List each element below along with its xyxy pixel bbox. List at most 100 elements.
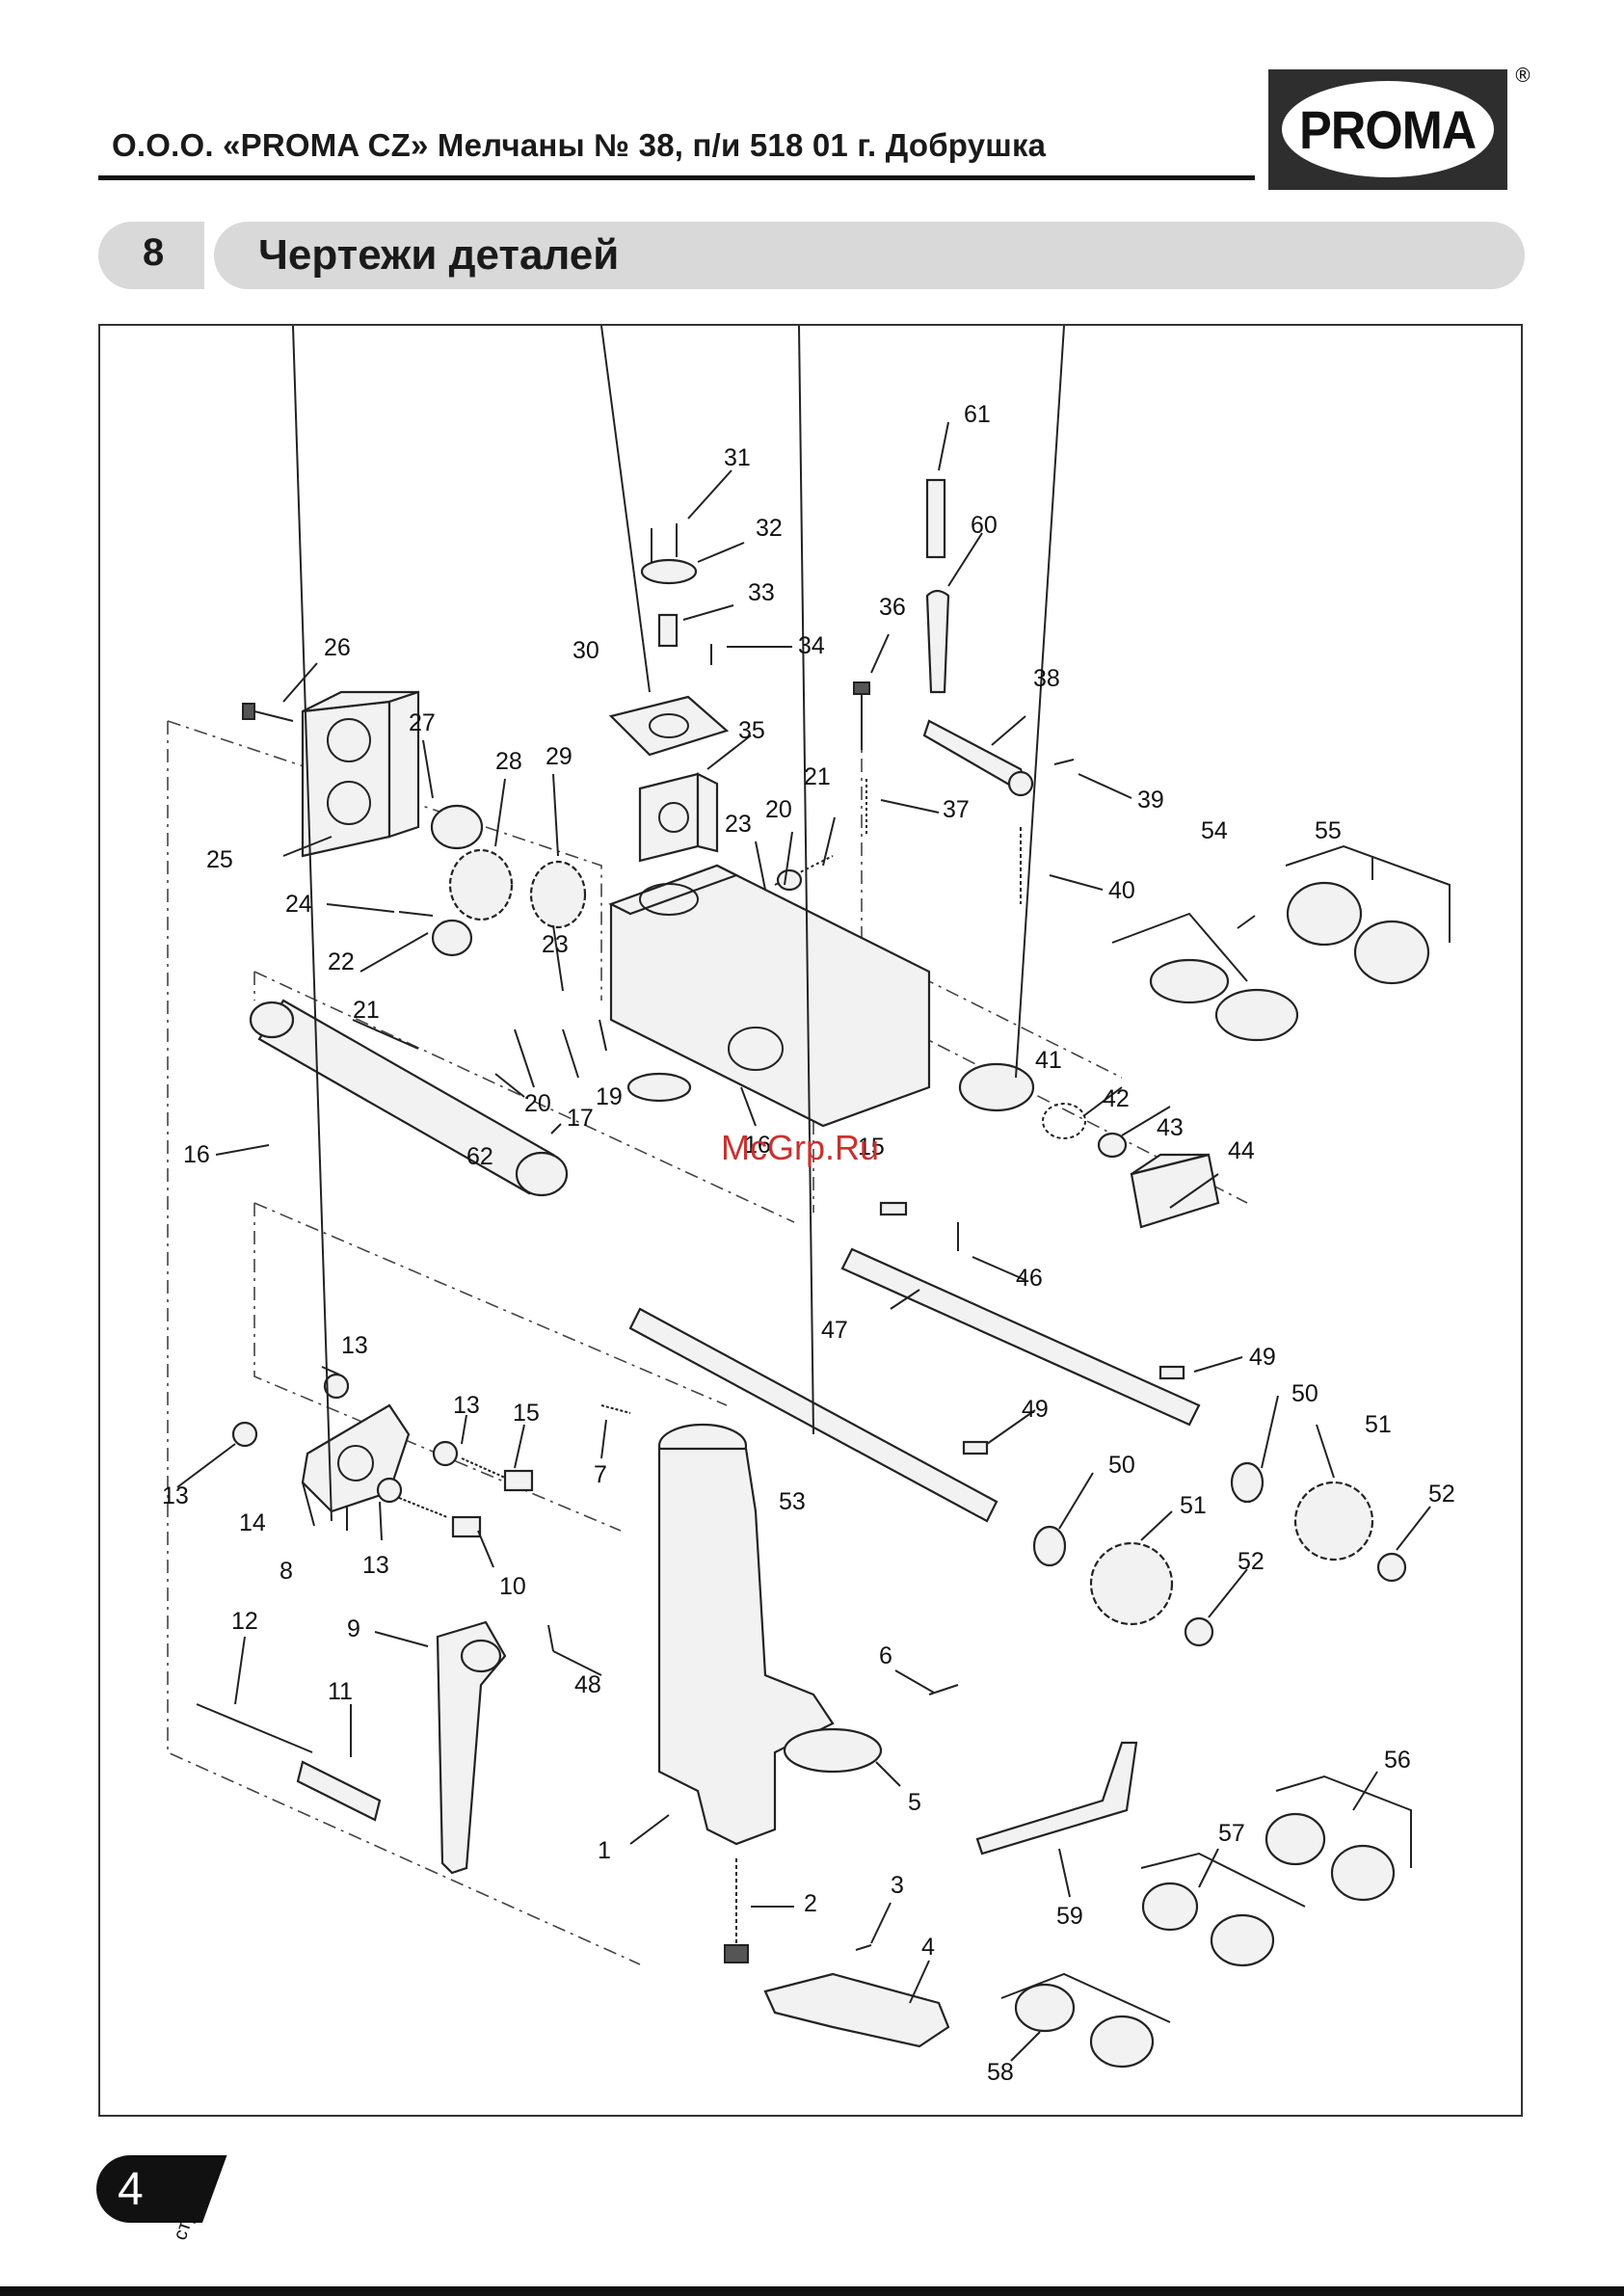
label-33: 33 [748,579,775,606]
part-25-plate [301,690,420,858]
label-12: 12 [231,1608,258,1635]
label-16: 16 [183,1141,210,1168]
section-number-pill [98,222,204,289]
label-4: 4 [921,1934,935,1961]
label-60: 60 [971,512,998,539]
part-36-bolt [853,681,870,750]
part-6-pin [928,1684,959,1695]
label-53: 53 [779,1488,806,1515]
label-15-right: 15 [858,1134,885,1161]
part-11-grip [296,1760,382,1822]
part-44-block [1130,1153,1220,1229]
part-39-screw [1053,759,1075,765]
label-13-left: 13 [162,1482,189,1509]
part-56-set [1265,1775,1412,1902]
label-40: 40 [1108,877,1135,904]
label-15-left: 15 [513,1400,540,1427]
guide-line-lower [253,1203,622,1532]
label-32: 32 [756,515,783,542]
part-38-lever [922,719,1034,797]
label-19: 19 [596,1083,623,1110]
guide-line-right-top [870,951,1123,1079]
part-26-screw [242,703,294,722]
label-44: 44 [1228,1137,1255,1164]
part-62-screw [550,1123,562,1135]
label-39: 39 [1137,787,1164,814]
label-34: 34 [798,632,825,659]
part-12-rod [196,1703,313,1753]
part-54-pulley-set [1111,912,1299,1042]
label-56: 56 [1384,1747,1411,1774]
label-52-left: 52 [1238,1548,1265,1575]
part-2-screw [724,1858,749,1963]
section-title: Чертежи деталей [258,231,620,279]
label-35: 35 [738,717,765,744]
watermark: McGrp.Ru [721,1128,880,1167]
part-59-wrench [975,1741,1138,1855]
part-4-clamp [763,1972,950,2048]
part-30-flange [608,695,730,757]
label-13-bottom: 13 [362,1552,389,1579]
part-55-pulley-set [1285,844,1451,985]
label-28: 28 [495,748,522,775]
label-11: 11 [328,1678,353,1705]
label-8: 8 [280,1558,293,1585]
label-55: 55 [1315,817,1342,844]
guide-line-left [167,721,641,1965]
label-13-top: 13 [341,1332,368,1359]
label-10: 10 [499,1573,526,1600]
part-13-nuts [231,1373,459,1504]
part-57-set [1140,1852,1306,1967]
label-41: 41 [1035,1047,1062,1074]
parts-diagram-svg: 61 60 31 32 33 34 30 35 36 37 38 39 40 2… [162,326,1455,2086]
label-14: 14 [239,1509,266,1536]
part-28-gear [448,848,514,921]
part-3-pin [855,1944,872,1951]
label-47: 47 [821,1317,848,1344]
logo-oval: PROMA [1282,81,1494,177]
label-27: 27 [409,709,436,736]
label-58: 58 [987,2059,1014,2086]
label-26: 26 [324,634,351,661]
label-21-right: 21 [804,763,831,790]
part-52-nuts [1184,1552,1407,1647]
label-20-left: 20 [524,1090,551,1117]
part-41-sleeve [958,1062,1035,1112]
part-49-keys [962,1365,1185,1455]
label-31: 31 [724,444,751,471]
part-5-ring [783,1727,883,1774]
label-24: 24 [285,891,312,918]
label-30: 30 [572,637,599,664]
section-number: 8 [143,231,165,274]
label-49-right: 49 [1249,1344,1276,1371]
label-5: 5 [908,1789,921,1816]
label-20-right: 20 [765,796,792,823]
label-59: 59 [1056,1903,1083,1930]
part-22-knob [431,919,473,957]
part-31-screws [651,523,678,562]
registered-mark: ® [1513,64,1532,87]
guide-line-lower-top [253,1202,728,1406]
label-23-left: 23 [542,931,569,958]
part-7-bolt [600,1404,631,1414]
label-7: 7 [594,1461,607,1488]
label-21-left: 21 [353,997,380,1024]
label-6: 6 [879,1642,892,1669]
page-number: 4 [118,2164,144,2215]
part-labels: 61 60 31 32 33 34 30 35 36 37 38 39 40 2… [162,401,1455,2086]
label-42: 42 [1103,1085,1130,1112]
part-42-spring [1042,1103,1086,1139]
part-15-key [879,1201,908,1216]
part-61-pin [925,478,946,559]
part-43-washer [1097,1132,1128,1159]
label-37: 37 [943,796,970,823]
part-16-shaft [249,999,569,1197]
leader-lines [176,326,1431,2062]
label-22: 22 [328,948,355,975]
label-9: 9 [347,1615,360,1642]
label-51-right: 51 [1365,1411,1392,1438]
label-18: 16 [744,1132,771,1159]
part-48-screw [547,1624,554,1652]
part-32-cap [640,558,698,585]
label-38: 38 [1033,665,1060,692]
